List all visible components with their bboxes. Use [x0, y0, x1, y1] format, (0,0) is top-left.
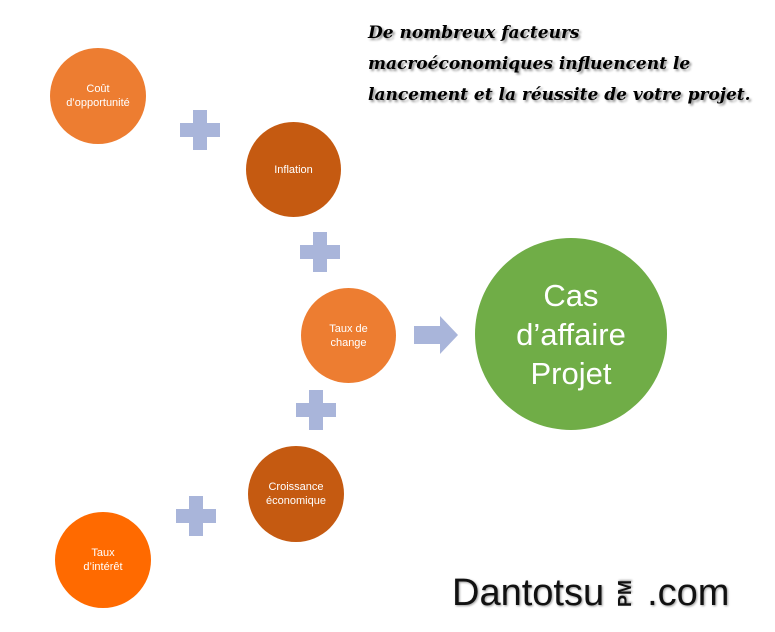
arrow-right-icon [414, 316, 458, 354]
factor-opportunity-cost: Coût d’opportunité [50, 48, 146, 144]
result-business-case: Cas d’affaire Projet [475, 238, 667, 430]
factor-exchange-rate: Taux de change [301, 288, 396, 383]
plus-icon [180, 110, 220, 150]
plus-icon [300, 232, 340, 272]
plus-icon [176, 496, 216, 536]
logo-pm: PM [615, 580, 636, 607]
factor-inflation: Inflation [246, 122, 341, 217]
factor-interest-rate: Taux d’intérêt [55, 512, 151, 608]
plus-icon [296, 390, 336, 430]
logo-suffix: .com [647, 572, 730, 614]
factor-economic-growth: Croissance économique [248, 446, 344, 542]
logo-name: Dantotsu [452, 572, 605, 614]
logo: Dantotsu PM .com [452, 572, 729, 615]
caption-text: De nombreux facteurs macroéconomiques in… [368, 23, 751, 105]
